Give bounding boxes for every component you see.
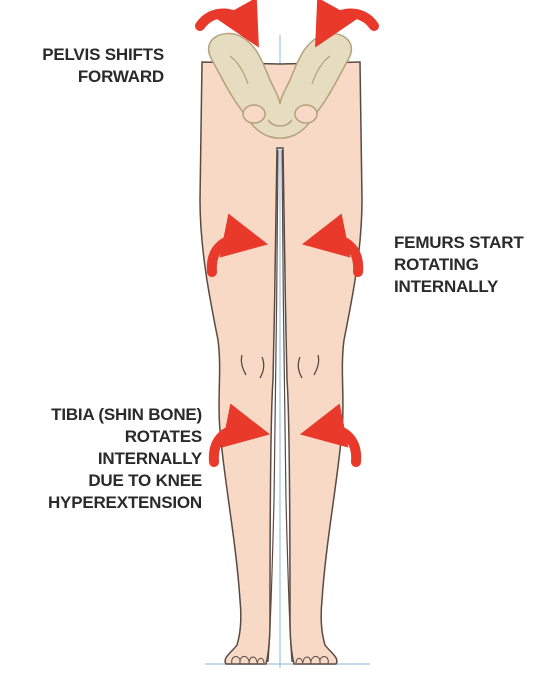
femur-label-line: INTERNALLY xyxy=(394,276,524,298)
femur-label-line: ROTATING xyxy=(394,254,524,276)
tibia-label-line: HYPEREXTENSION xyxy=(16,492,202,514)
pelvis-arrow-right-icon xyxy=(326,13,374,28)
pelvis-label-line: PELVIS SHIFTS xyxy=(30,44,164,66)
pelvis-label-line: FORWARD xyxy=(30,66,164,88)
tibia-label: TIBIA (SHIN BONE) ROTATES INTERNALLY DUE… xyxy=(16,404,202,514)
tibia-label-line: INTERNALLY xyxy=(16,448,202,470)
tibia-label-line: ROTATES xyxy=(16,426,202,448)
pelvis-label: PELVIS SHIFTS FORWARD xyxy=(30,44,164,88)
femur-label-line: FEMURS START xyxy=(394,232,524,254)
tibia-label-line: DUE TO KNEE xyxy=(16,470,202,492)
pelvis-arrow-left-icon xyxy=(200,13,248,28)
tibia-label-line: TIBIA (SHIN BONE) xyxy=(16,404,202,426)
legs-silhouette xyxy=(200,62,362,664)
femur-label: FEMURS START ROTATING INTERNALLY xyxy=(394,232,524,298)
